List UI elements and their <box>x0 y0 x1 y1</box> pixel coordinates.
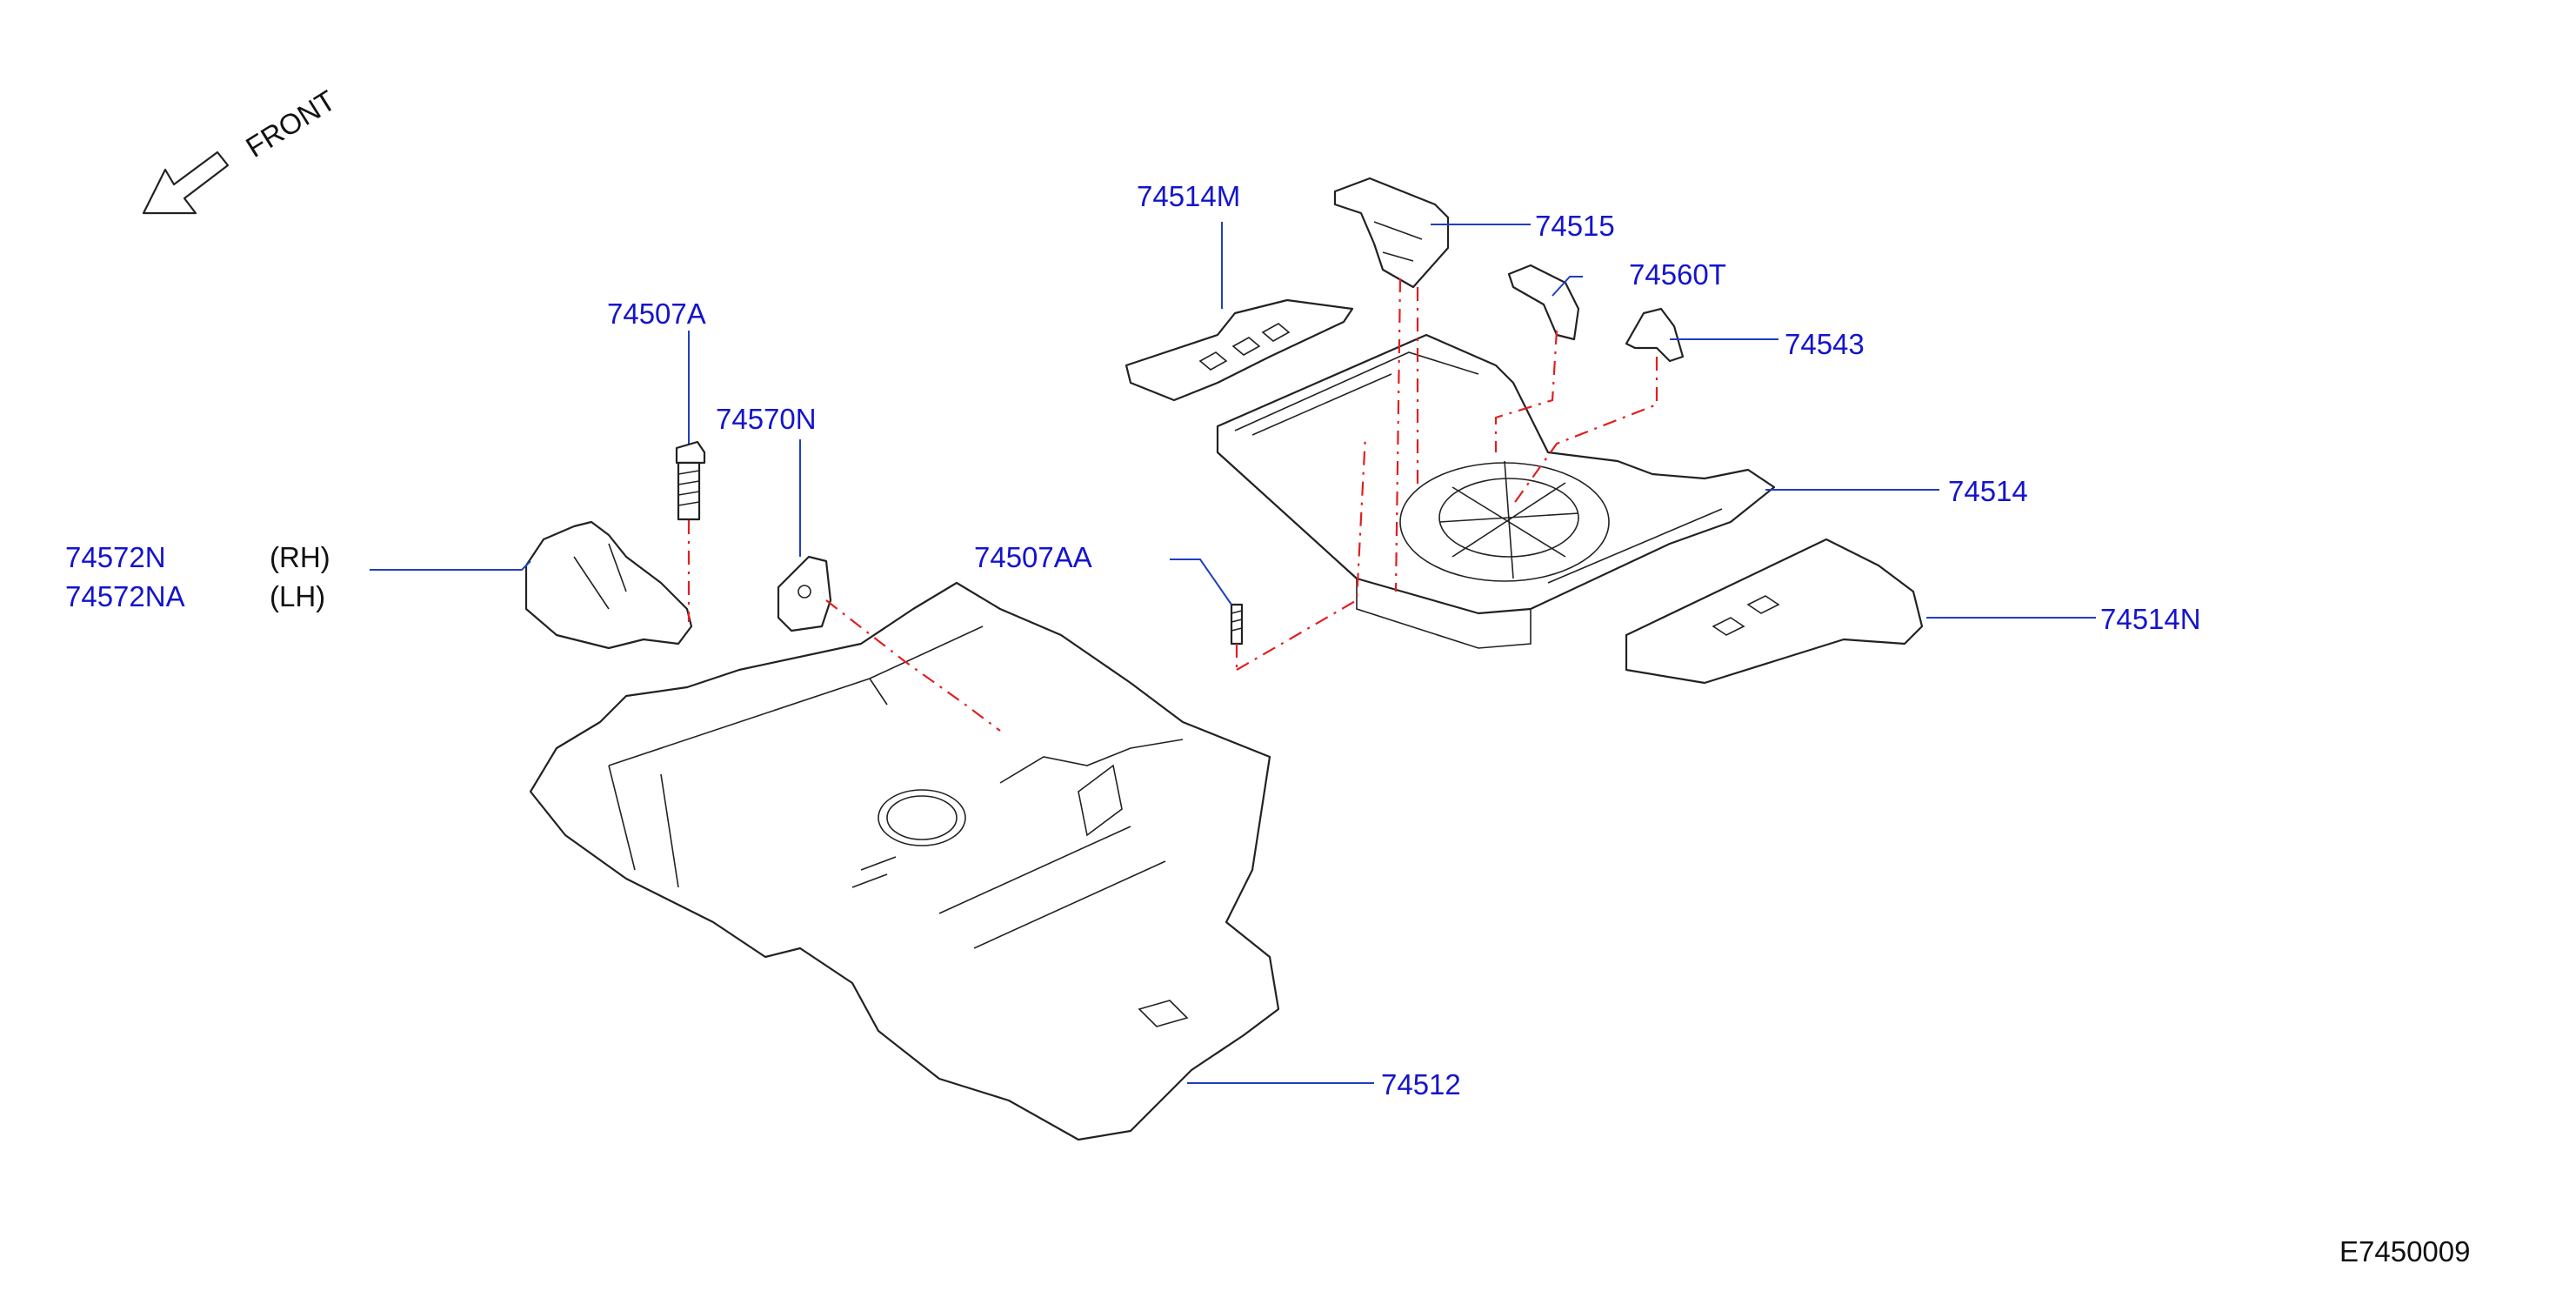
extension-74572n[interactable] <box>524 520 693 650</box>
callout-74572na[interactable]: 74572NA <box>65 580 185 612</box>
floor-side-74514m[interactable] <box>1124 298 1354 402</box>
front-label: FRONT <box>240 84 341 164</box>
bracket-74543[interactable] <box>1625 307 1685 363</box>
floor-side-74514n[interactable] <box>1625 538 1924 685</box>
leader-lines <box>370 222 2096 1084</box>
callout-74543[interactable]: 74543 <box>1785 328 1865 360</box>
callout-74515[interactable]: 74515 <box>1535 210 1615 242</box>
callout-74514n[interactable]: 74514N <box>2100 603 2201 635</box>
installation-lines <box>687 278 1658 732</box>
callout-74514m[interactable]: 74514M <box>1137 180 1240 212</box>
callout-74507a[interactable]: 74507A <box>607 298 706 330</box>
side-note-lh: (LH) <box>270 580 325 612</box>
rear-floor-front-74512[interactable] <box>529 581 1280 1141</box>
callout-74570n[interactable]: 74570N <box>716 403 817 435</box>
callout-74507aa[interactable]: 74507AA <box>974 541 1092 573</box>
front-arrow-icon <box>142 151 230 215</box>
stud-74507aa[interactable] <box>1230 603 1244 646</box>
gusset-74570n[interactable] <box>777 555 832 632</box>
bolt-74507a[interactable] <box>675 440 706 521</box>
rear-floor-74514[interactable] <box>1216 333 1776 649</box>
callout-74514[interactable]: 74514 <box>1948 475 2028 507</box>
callout-74560t[interactable]: 74560T <box>1629 258 1726 291</box>
bracket-74560t[interactable] <box>1507 264 1580 341</box>
diagram-code: E7450009 <box>2339 1235 2470 1268</box>
bracket-74515[interactable] <box>1333 177 1450 289</box>
callout-74512[interactable]: 74512 <box>1381 1068 1461 1100</box>
side-note-rh: (RH) <box>270 541 330 573</box>
callout-74572n[interactable]: 74572N <box>65 541 166 573</box>
